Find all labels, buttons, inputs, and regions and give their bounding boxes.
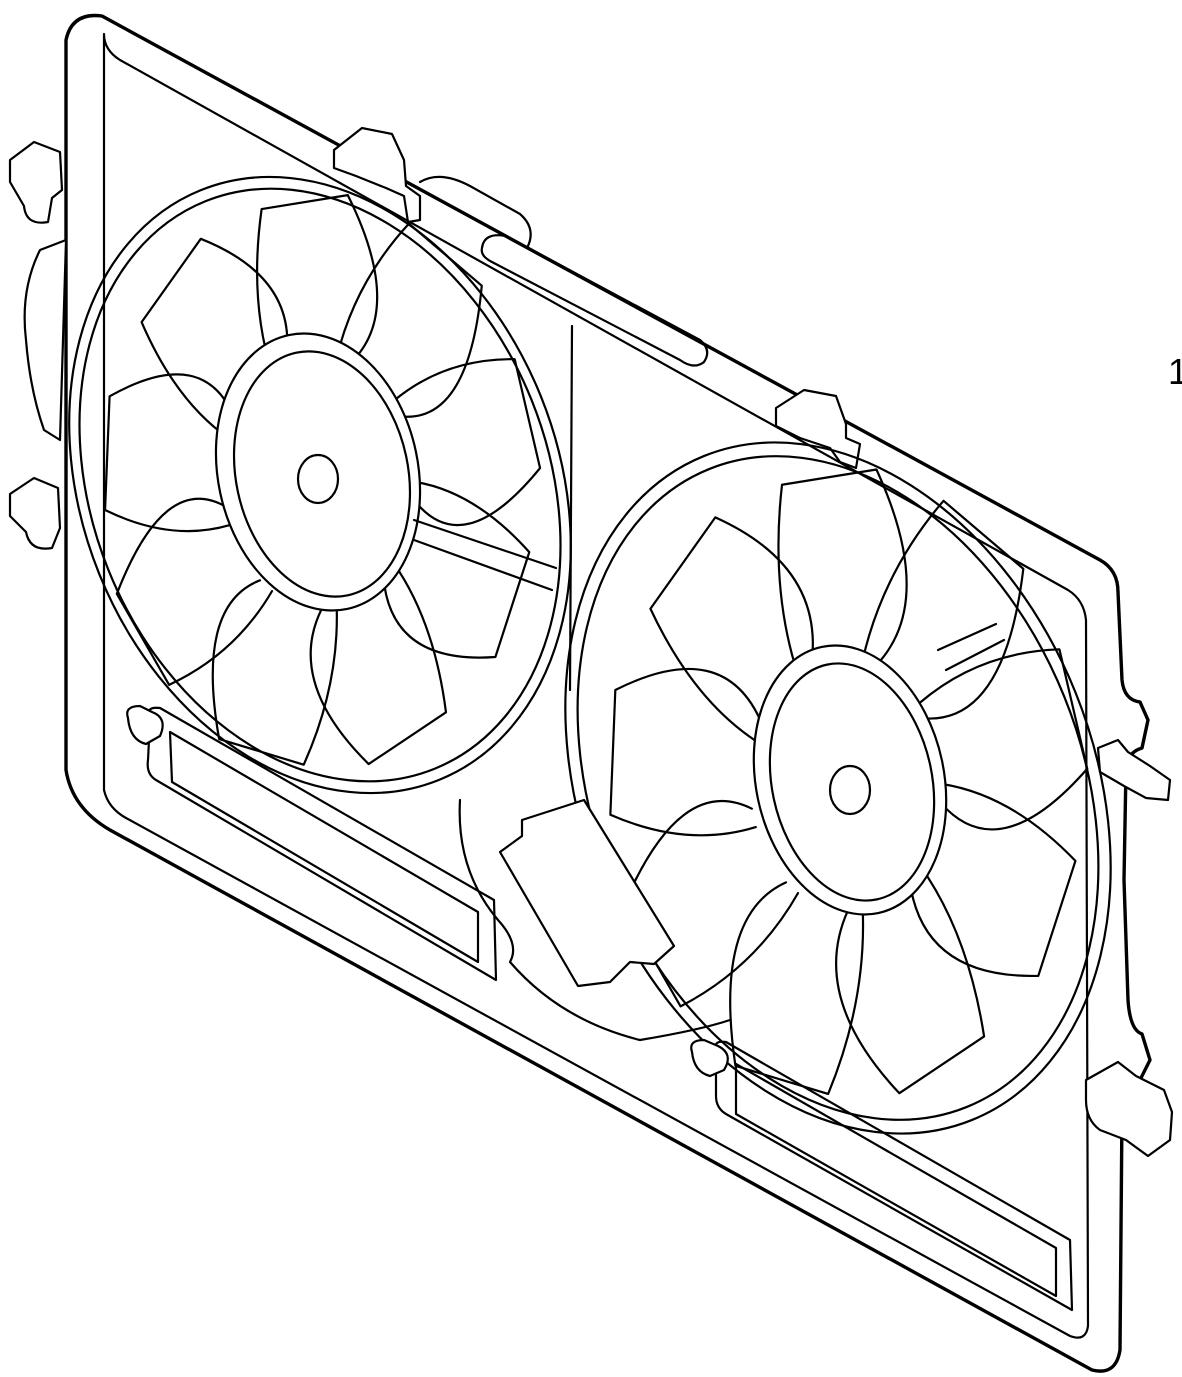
right-fan-blade <box>918 648 1089 831</box>
lower-left-slot-inner <box>168 730 480 964</box>
left-fan-blade <box>103 373 237 533</box>
lower-right-slot-clip <box>690 1038 729 1078</box>
right-fan-blade <box>777 468 908 676</box>
left-fan-hub-inner <box>232 350 412 598</box>
lower-left-slot-clip <box>126 704 164 746</box>
top-clip-left <box>332 126 422 224</box>
right-fan-hub-outer <box>752 644 948 916</box>
right-upper-mount-tab <box>1096 738 1172 802</box>
callout-number: 1 <box>1168 351 1182 392</box>
center-divider <box>568 324 574 692</box>
left-fan-blade <box>382 480 531 659</box>
right-lower-mount-tab <box>1084 1060 1174 1158</box>
left-fan-blade <box>335 222 483 418</box>
top-rail <box>480 234 709 367</box>
left-fan <box>68 175 572 795</box>
left-fan-hub-center <box>296 453 340 505</box>
left-fan-hub-outer <box>214 332 422 612</box>
top-rail-ridge <box>418 175 532 248</box>
fan-control-module <box>498 798 676 988</box>
left-bottom-mount-tab <box>8 476 62 550</box>
top-clip-right <box>774 388 862 470</box>
left-fan-ring-outer <box>68 175 572 795</box>
left-fan-ring-inner <box>78 187 562 783</box>
right-fan-strut <box>936 622 1006 672</box>
left-side-bulge <box>23 238 68 442</box>
left-fan-strut <box>412 518 558 592</box>
left-fan-blade <box>392 358 542 526</box>
left-fan-blade <box>115 497 274 686</box>
right-fan-blade <box>609 667 763 837</box>
left-fan-blade <box>211 579 338 766</box>
right-fan-blade <box>908 782 1077 977</box>
left-fan-blade <box>140 237 289 441</box>
right-fan-blade <box>835 863 986 1095</box>
right-fan-blade <box>729 881 865 1096</box>
left-top-mount-tab <box>8 140 64 224</box>
left-fan-blade <box>309 561 448 766</box>
shroud-frame-inner <box>102 32 1090 1339</box>
left-shroud-lower-curve <box>458 798 732 1042</box>
right-fan-blade <box>861 499 1025 720</box>
left-fan-blades <box>103 194 542 766</box>
right-fan-blade <box>649 516 814 743</box>
shroud-frame-outer <box>64 13 1152 1373</box>
right-fan-hub-inner <box>768 662 936 902</box>
right-fan-hub-center <box>828 764 872 816</box>
lower-right-slot-inner <box>734 1062 1058 1298</box>
left-fan-blade <box>256 194 379 374</box>
